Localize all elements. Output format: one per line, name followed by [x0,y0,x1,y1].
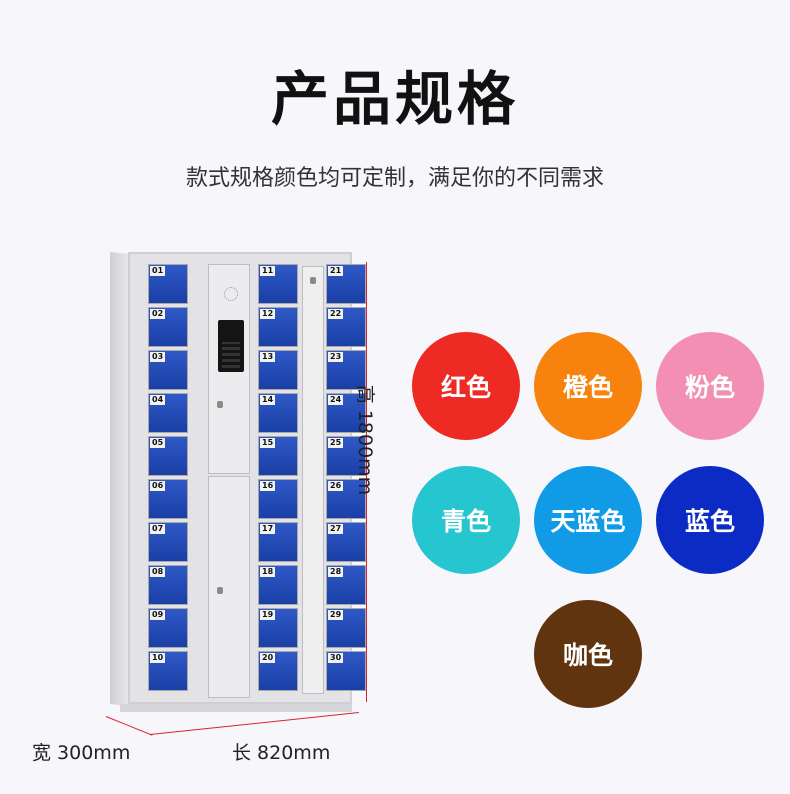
lock-icon [310,277,316,284]
locker-door: 01 [148,264,188,304]
lock-icon [217,401,223,408]
locker-number: 09 [150,610,166,620]
locker-number: 14 [260,395,276,405]
locker-door: 13 [258,350,298,390]
length-dimension-line [149,712,359,735]
color-swatch-cyan[interactable]: 青色 [412,466,520,574]
locker-door: 15 [258,436,298,476]
storage-panel [208,476,250,698]
width-label: 宽 300mm [32,742,131,764]
locker-number: 03 [150,352,166,362]
locker-number: 15 [260,438,276,448]
locker-number: 04 [150,395,166,405]
color-swatch-blue[interactable]: 蓝色 [656,466,764,574]
locker-number: 08 [150,567,166,577]
locker-number: 01 [150,266,166,276]
locker-number: 28 [328,567,344,577]
width-dimension-line [105,716,153,736]
locker-number: 16 [260,481,276,491]
locker-door: 29 [326,608,366,648]
locker-number: 24 [328,395,344,405]
locker-number: 20 [260,653,276,663]
locker-number: 26 [328,481,344,491]
locker-door: 08 [148,565,188,605]
locker-cabinet-illustration: 01 02 03 04 05 06 07 08 09 10 11 12 13 14 15 16 17 18 19 2… [110,252,366,712]
locker-door: 09 [148,608,188,648]
lock-icon [217,587,223,594]
locker-door: 30 [326,651,366,691]
locker-door: 16 [258,479,298,519]
locker-number: 29 [328,610,344,620]
locker-number: 30 [328,653,344,663]
cabinet-front: 01 02 03 04 05 06 07 08 09 10 11 12 13 14 15 16 17 18 19 2… [128,252,366,704]
length-label: 长 820mm [232,742,331,764]
height-label: 高 1800mm [354,384,376,496]
locker-door: 02 [148,307,188,347]
color-swatch-red[interactable]: 红色 [412,332,520,440]
control-panel [208,264,250,474]
locker-door: 18 [258,565,298,605]
locker-door: 05 [148,436,188,476]
locker-number: 12 [260,309,276,319]
locker-door: 06 [148,479,188,519]
locker-door: 23 [326,350,366,390]
locker-door: 26 [326,479,366,519]
cabinet-side [110,252,130,707]
speaker-icon [224,287,238,301]
locker-number: 27 [328,524,344,534]
locker-number: 06 [150,481,166,491]
locker-number: 21 [328,266,344,276]
locker-number: 23 [328,352,344,362]
locker-number: 10 [150,653,166,663]
color-swatch-orange[interactable]: 橙色 [534,332,642,440]
locker-number: 07 [150,524,166,534]
height-dimension-line [366,262,367,702]
locker-door: 24 [326,393,366,433]
locker-door: 04 [148,393,188,433]
cabinet-base [120,704,352,712]
color-swatch-pink[interactable]: 粉色 [656,332,764,440]
locker-number: 17 [260,524,276,534]
locker-door: 14 [258,393,298,433]
locker-number: 18 [260,567,276,577]
locker-number: 11 [260,266,276,276]
locker-door: 27 [326,522,366,562]
page-title: 产品规格 [270,65,519,133]
locker-door: 10 [148,651,188,691]
locker-door: 17 [258,522,298,562]
locker-door: 12 [258,307,298,347]
locker-door: 03 [148,350,188,390]
locker-door: 07 [148,522,188,562]
locker-door: 21 [326,264,366,304]
narrow-door [302,266,324,694]
locker-door: 11 [258,264,298,304]
locker-door: 19 [258,608,298,648]
page-subtitle: 款式规格颜色均可定制，满足你的不同需求 [185,166,604,191]
locker-door: 25 [326,436,366,476]
locker-number: 05 [150,438,166,448]
locker-number: 02 [150,309,166,319]
locker-number: 19 [260,610,276,620]
locker-number: 22 [328,309,344,319]
locker-number: 25 [328,438,344,448]
color-swatch-brown[interactable]: 咖色 [534,600,642,708]
locker-door: 28 [326,565,366,605]
keypad-screen [218,320,244,372]
locker-door: 20 [258,651,298,691]
locker-number: 13 [260,352,276,362]
locker-door: 22 [326,307,366,347]
color-swatch-sky-blue[interactable]: 天蓝色 [534,466,642,574]
